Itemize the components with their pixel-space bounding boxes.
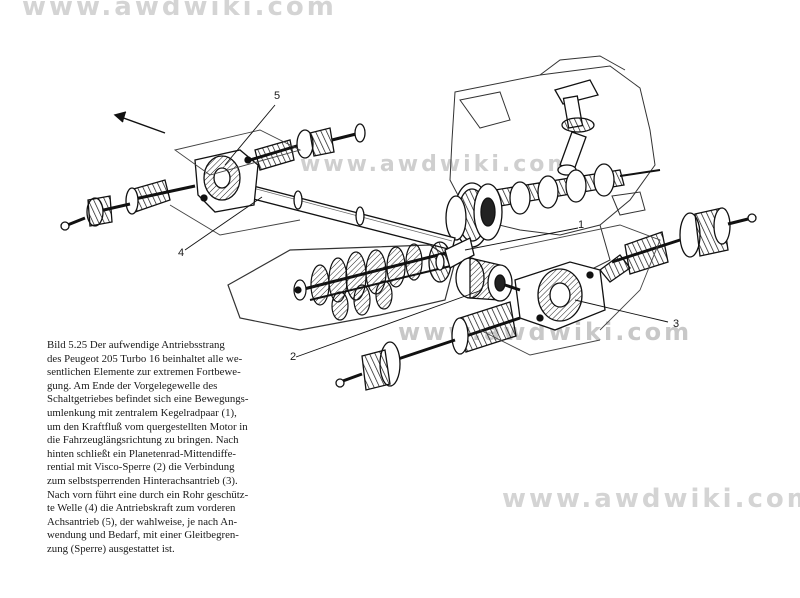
watermark-center: www.awdwiki.com: [300, 152, 574, 177]
bevel-gear-pair: [428, 237, 475, 283]
caption-line: sentlichen Elemente zur extremen Fortbew…: [47, 366, 241, 379]
front-left-driveshaft: [60, 179, 196, 231]
caption-line: Nach vorn führt eine durch ein Rohr gesc…: [47, 488, 249, 501]
callout-4: 4: [178, 247, 185, 259]
leader-lines: [184, 104, 669, 358]
leader-1: [464, 227, 579, 251]
leader-4: [184, 196, 263, 251]
caption-line: zum selbstsperrenden Hinterachsantrieb (…: [47, 474, 238, 487]
callout-1: 1: [578, 219, 585, 231]
front-propshaft-tube: [225, 179, 456, 251]
leader-5: [224, 104, 276, 166]
rear-right-driveshaft: [611, 207, 757, 275]
rear-subframe: [479, 224, 661, 356]
front-differential: [194, 149, 259, 213]
front-right-driveshaft: [249, 123, 366, 171]
callout-2: 2: [290, 351, 297, 363]
clutch-flywheel: [445, 182, 503, 248]
callout-3: 3: [673, 318, 680, 330]
direction-arrow: [113, 111, 166, 134]
rear-left-driveshaft: [335, 301, 521, 391]
leader-3: [574, 299, 669, 323]
figure-caption: Bild 5.25 Der aufwendige Antriebsstrang …: [47, 339, 287, 557]
caption-line: wendung und Bedarf, mit einer Gleitbegre…: [47, 529, 239, 542]
caption-line: Schaltgetriebes befindet sich eine Beweg…: [47, 393, 249, 406]
caption-line: um den Kraftfluß vom quergestellten Moto…: [47, 420, 248, 433]
crankshaft-assembly: [494, 79, 661, 215]
caption-line: hinten schließt ein Planetenrad-Mittendi…: [47, 447, 236, 460]
watermark-bottom: www.awdwiki.com: [502, 484, 800, 514]
rear-differential: [504, 254, 631, 331]
center-differential: [455, 257, 513, 302]
front-subframe: [169, 129, 302, 236]
caption-line: zung (Sperre) ausgestattet ist.: [47, 542, 175, 555]
caption-line: gung. Am Ende der Vorgelegewelle des: [47, 379, 218, 392]
caption-line: die Fahrzeuglängsrichtung zu bringen. Na…: [47, 434, 239, 447]
caption-line: rential mit Visco-Sperre (2) die Verbind…: [47, 461, 235, 474]
engine-block: [429, 55, 656, 271]
caption-line: Bild 5.25 Der aufwendige Antriebsstrang: [47, 339, 225, 351]
caption-line: te Welle (4) die Antriebskraft zum vorde…: [47, 502, 236, 515]
callout-5: 5: [274, 90, 281, 102]
caption-line: umlenkung mit zentralem Kegelradpaar (1)…: [47, 406, 237, 419]
gearbox: [227, 243, 456, 331]
watermark-top: www.awdwiki.com: [22, 0, 337, 22]
caption-line: Achsantrieb (5), der wahlweise, je nach …: [47, 515, 238, 528]
leader-2: [295, 289, 483, 358]
caption-line: des Peugeot 205 Turbo 16 beinhaltet alle…: [47, 352, 243, 365]
